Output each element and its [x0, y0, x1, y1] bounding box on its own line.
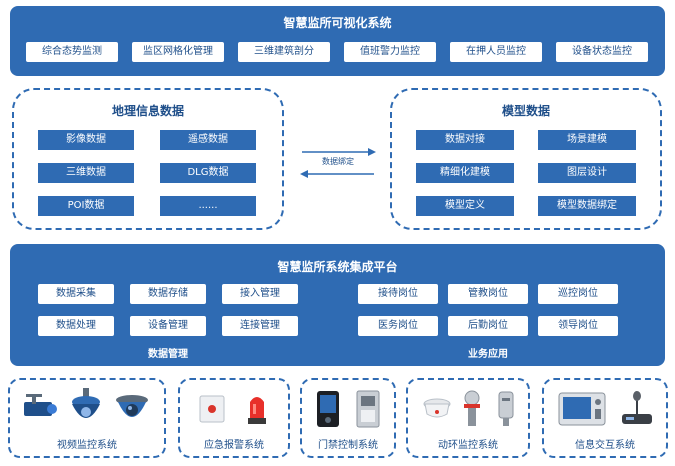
data-mgmt-item-processing[interactable]: 数据处理 [38, 316, 114, 336]
video-surveillance-label: 视频监控系统 [57, 440, 117, 451]
geo-item-imagery[interactable]: 影像数据 [38, 130, 134, 150]
data-mgmt-item-access[interactable]: 接入管理 [222, 284, 298, 304]
geo-item-poi[interactable]: POI数据 [38, 196, 134, 216]
environment-monitoring-box: 动环监控系统 [406, 378, 530, 458]
access-control-box: 门禁控制系统 [300, 378, 396, 458]
data-binding-label: 数据绑定 [322, 157, 354, 166]
environment-monitoring-label: 动环监控系统 [438, 440, 498, 451]
business-item-reception[interactable]: 接待岗位 [358, 284, 438, 304]
business-item-discipline[interactable]: 管教岗位 [448, 284, 528, 304]
intercom-screen-icon [558, 392, 606, 426]
integration-platform-panel: 智慧监所系统集成平台 数据采集 数据存储 接入管理 数据处理 设备管理 连接管理… [10, 244, 665, 366]
business-item-medical[interactable]: 医务岗位 [358, 316, 438, 336]
model-item-data-docking[interactable]: 数据对接 [416, 130, 514, 150]
data-mgmt-item-collection[interactable]: 数据采集 [38, 284, 114, 304]
smoke-detector-icon [423, 398, 451, 418]
model-data-title: 模型数据 [501, 104, 550, 118]
information-interaction-label: 信息交互系统 [575, 440, 635, 451]
geo-item-3d[interactable]: 三维数据 [38, 163, 134, 183]
business-item-patrol[interactable]: 巡控岗位 [538, 284, 618, 304]
model-item-fine-modeling[interactable]: 精细化建模 [416, 163, 514, 183]
business-item-leadership[interactable]: 领导岗位 [538, 316, 618, 336]
data-mgmt-label: 数据管理 [148, 349, 188, 360]
access-panel-icon [356, 390, 380, 428]
business-item-logistics[interactable]: 后勤岗位 [448, 316, 528, 336]
top-item-6[interactable]: 设备状态监控 [556, 42, 648, 62]
information-interaction-box: 信息交互系统 [542, 378, 668, 458]
integration-platform-title: 智慧监所系统集成平台 [277, 260, 398, 274]
data-mgmt-item-connection[interactable]: 连接管理 [222, 316, 298, 336]
warning-light-icon [248, 397, 266, 424]
model-item-scene-modeling[interactable]: 场景建模 [538, 130, 636, 150]
video-surveillance-box: 视频监控系统 [8, 378, 166, 458]
emergency-alarm-box: 应急报警系统 [178, 378, 290, 458]
model-data-box: 模型数据 数据对接 场景建模 精细化建模 图层设计 模型定义 模型数据绑定 [390, 88, 662, 230]
top-item-3[interactable]: 三维建筑剖分 [238, 42, 330, 62]
data-mgmt-item-storage[interactable]: 数据存储 [130, 284, 206, 304]
data-mgmt-item-device-mgmt[interactable]: 设备管理 [130, 316, 206, 336]
geo-data-box: 地理信息数据 影像数据 遥感数据 三维数据 DLG数据 POI数据 ...... [12, 88, 284, 230]
ptz-dome-camera-icon [72, 388, 100, 418]
access-control-label: 门禁控制系统 [318, 440, 378, 451]
emergency-alarm-label: 应急报警系统 [204, 440, 264, 451]
geo-item-more[interactable]: ...... [160, 196, 256, 216]
data-binding-arrows [300, 148, 376, 178]
top-item-1[interactable]: 综合态势监测 [26, 42, 118, 62]
bullet-camera-icon [24, 394, 57, 416]
top-item-5[interactable]: 在押人员监控 [450, 42, 542, 62]
model-item-layer-design[interactable]: 图层设计 [538, 163, 636, 183]
top-item-4[interactable]: 值班警力监控 [344, 42, 436, 62]
model-item-model-binding[interactable]: 模型数据绑定 [538, 196, 636, 216]
dome-camera-icon [116, 395, 148, 417]
business-label: 业务应用 [468, 349, 508, 360]
top-item-2[interactable]: 监区网格化管理 [132, 42, 224, 62]
model-item-model-definition[interactable]: 模型定义 [416, 196, 514, 216]
visualization-system-title: 智慧监所可视化系统 [283, 16, 392, 30]
alarm-button-icon [199, 395, 225, 423]
visualization-system-panel: 智慧监所可视化系统 综合态势监测 监区网格化管理 三维建筑剖分 值班警力监控 在… [10, 6, 665, 76]
temperature-sensor-icon [464, 390, 480, 426]
desk-microphone-icon [622, 391, 652, 424]
geo-item-remote-sensing[interactable]: 遥感数据 [160, 130, 256, 150]
geo-item-dlg[interactable]: DLG数据 [160, 163, 256, 183]
vibration-sensor-icon [498, 391, 514, 426]
geo-data-title: 地理信息数据 [111, 104, 184, 118]
access-terminal-icon [317, 391, 339, 427]
